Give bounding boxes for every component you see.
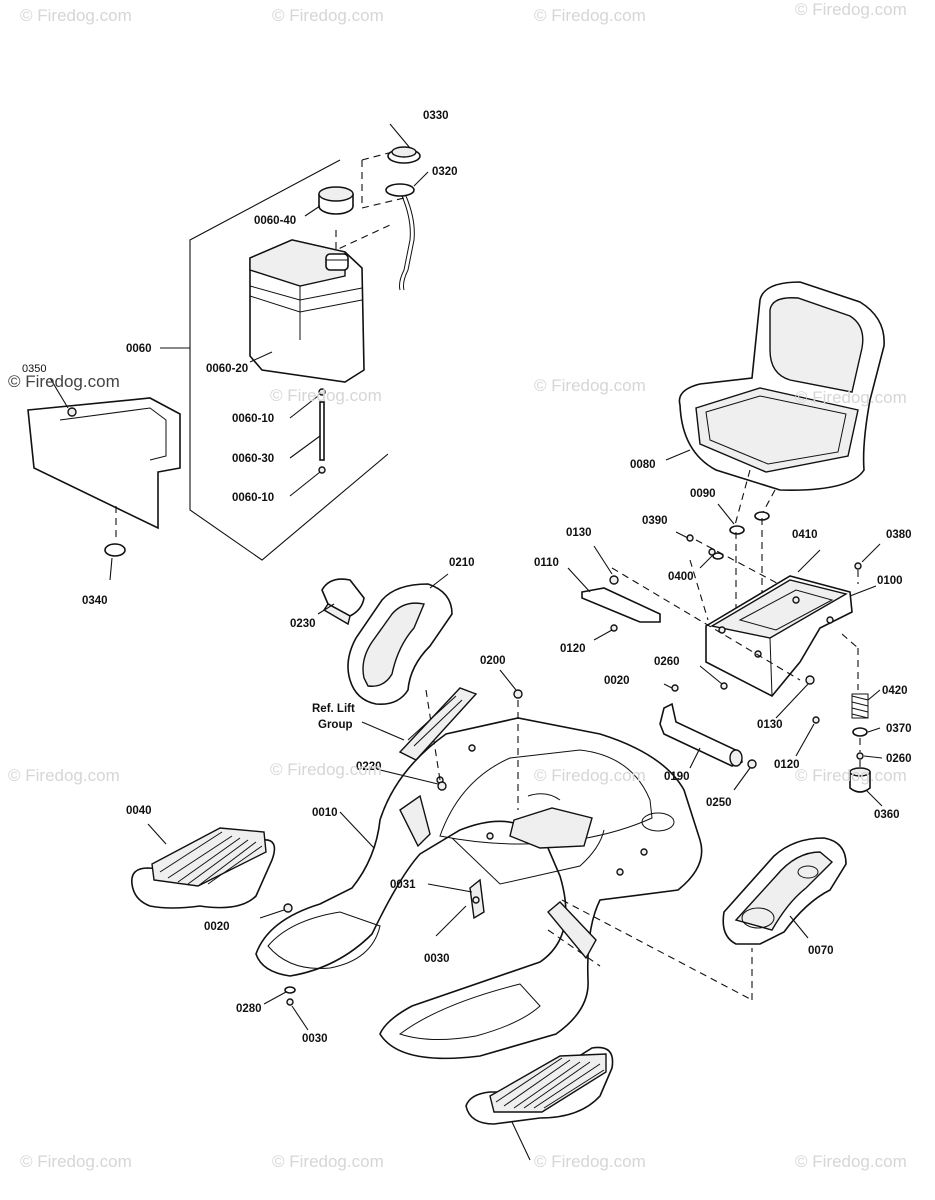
label-0420: 0420 [882, 685, 908, 697]
label-0020-a: 0020 [604, 675, 630, 687]
label-0210: 0210 [449, 557, 475, 569]
fender-hardware [259, 669, 523, 1031]
callout-labels: 0330 0320 0060-40 0060 0060-20 0060-10 0… [22, 110, 912, 1045]
watermark: © Firedog.com [20, 6, 132, 25]
watermark: © Firedog.com [534, 376, 646, 395]
label-0070: 0070 [808, 945, 834, 957]
label-0190: 0190 [664, 771, 690, 783]
label-0020-b: 0020 [204, 921, 230, 933]
seat-pivot-bracket [659, 665, 820, 791]
seat-slide-rail [567, 545, 661, 641]
label-0031: 0031 [390, 879, 416, 891]
lift-handle-grip [317, 573, 478, 781]
label-0220: 0220 [356, 761, 382, 773]
label-0060-10-b: 0060-10 [232, 492, 274, 504]
watermark: © Firedog.com [795, 1152, 907, 1171]
label-0030-b: 0030 [302, 1033, 328, 1045]
label-0380: 0380 [886, 529, 912, 541]
label-0400: 0400 [668, 571, 694, 583]
label-0280: 0280 [236, 1003, 262, 1015]
label-0260-b: 0260 [886, 753, 912, 765]
label-0130-b: 0130 [757, 719, 783, 731]
label-0250: 0250 [706, 797, 732, 809]
foot-pad-right [465, 1046, 614, 1161]
ref-lift-label-line-2: Group [318, 719, 353, 731]
label-0060: 0060 [126, 343, 152, 355]
watermark: © Firedog.com [534, 6, 646, 25]
label-0260-a: 0260 [654, 656, 680, 668]
label-0390: 0390 [642, 515, 668, 527]
watermark: © Firedog.com [534, 1152, 646, 1171]
label-0330: 0330 [423, 110, 449, 122]
label-0100: 0100 [877, 575, 903, 587]
watermark: © Firedog.com [270, 386, 382, 405]
watermark: © Firedog.com [795, 766, 907, 785]
fuel-tank-group [160, 123, 429, 561]
label-0060-30: 0060-30 [232, 453, 274, 465]
watermark: © Firedog.com [270, 760, 382, 779]
ref-lift-label-line-1: Ref. Lift [312, 703, 355, 715]
seat [665, 281, 885, 526]
label-0080: 0080 [630, 459, 656, 471]
label-0060-10-a: 0060-10 [232, 413, 274, 425]
label-0040: 0040 [126, 805, 152, 817]
watermark: © Firedog.com [795, 388, 907, 407]
watermark: © Firedog.com [795, 0, 907, 19]
label-0090: 0090 [690, 488, 716, 500]
label-0030-a: 0030 [424, 953, 450, 965]
label-0120-a: 0120 [560, 643, 586, 655]
label-0230: 0230 [290, 618, 316, 630]
heat-shield [27, 377, 181, 581]
label-0410: 0410 [792, 529, 818, 541]
seat-hardware [675, 503, 791, 620]
label-0010: 0010 [312, 807, 338, 819]
fender-pan [255, 717, 753, 1060]
watermark: © Firedog.com [534, 766, 646, 785]
seat-bracket [611, 543, 881, 698]
label-0130-a: 0130 [566, 527, 592, 539]
label-0120-b: 0120 [774, 759, 800, 771]
label-0200: 0200 [480, 655, 506, 667]
watermark: © Firedog.com [8, 766, 120, 785]
label-0340: 0340 [82, 595, 108, 607]
label-0110: 0110 [534, 557, 559, 569]
foot-pad-left [131, 823, 276, 909]
label-0320: 0320 [432, 166, 458, 178]
label-0060-40: 0060-40 [254, 215, 296, 227]
cup-holder [722, 837, 847, 945]
watermark: © Firedog.com [272, 1152, 384, 1171]
watermark: © Firedog.com [20, 1152, 132, 1171]
label-0360: 0360 [874, 809, 900, 821]
label-0060-20: 0060-20 [206, 363, 248, 375]
label-0370: 0370 [886, 723, 912, 735]
watermark: © Firedog.com [8, 372, 120, 391]
label-0350: 0350 [22, 363, 46, 375]
seat-spring-assembly [841, 633, 883, 807]
watermark: © Firedog.com [272, 6, 384, 25]
